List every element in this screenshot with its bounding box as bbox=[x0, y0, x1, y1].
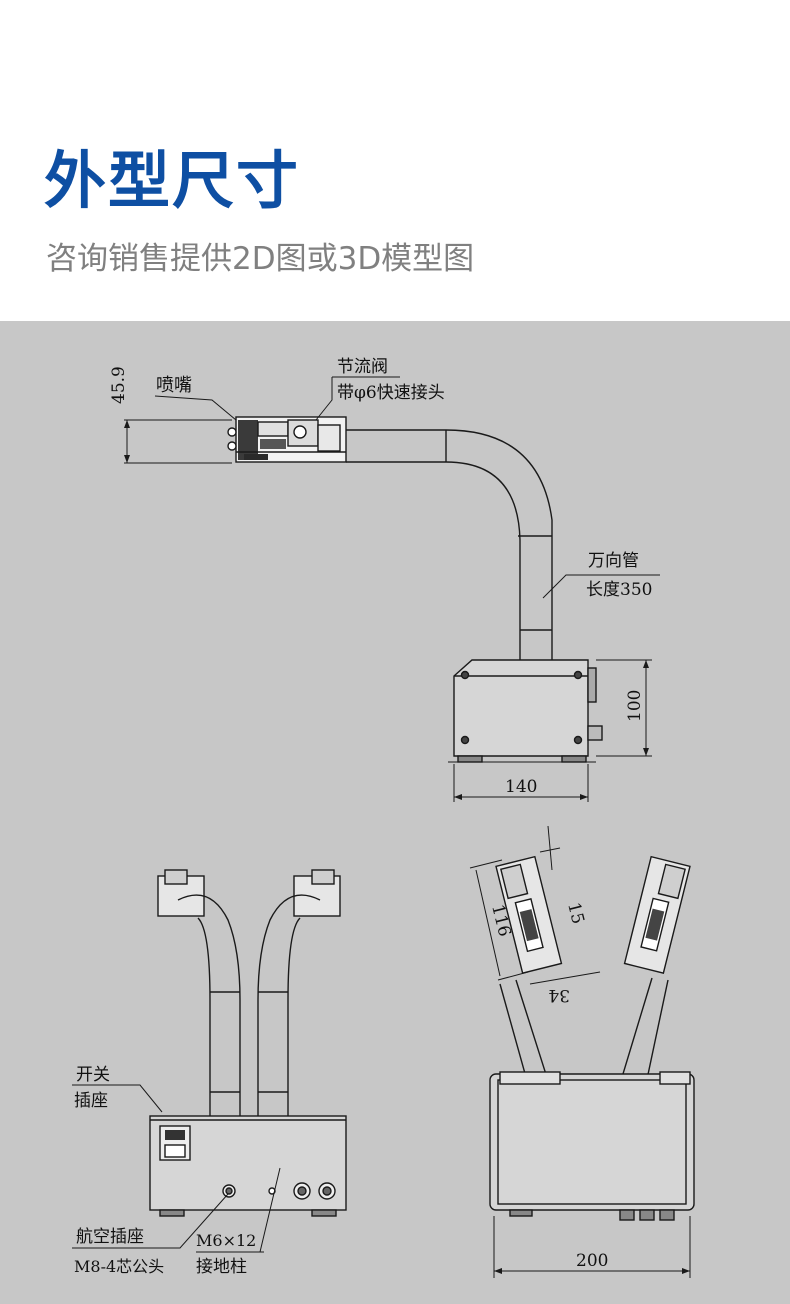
header: 外型尺寸 咨询销售提供2D图或3D模型图 bbox=[0, 0, 790, 321]
ground-label-2: 接地柱 bbox=[196, 1257, 247, 1277]
ground-label-1: M6×12 bbox=[196, 1231, 256, 1250]
box-height-dim: 100 bbox=[625, 690, 645, 722]
page-title: 外型尺寸 bbox=[44, 144, 301, 217]
side-view: 45.9 喷嘴 节流阀 带φ6快速接头 bbox=[109, 357, 660, 802]
back-view: 开关 插座 航空插座 M8-4芯公头 M6×12 接地柱 bbox=[72, 869, 347, 1277]
nozzle-head bbox=[227, 416, 347, 463]
box-width-dim-front: 200 bbox=[576, 1251, 608, 1271]
base-box-side bbox=[448, 659, 603, 763]
box-width-dim-side: 140 bbox=[505, 777, 537, 797]
drawing-svg: 45.9 喷嘴 节流阀 带φ6快速接头 bbox=[72, 357, 695, 1278]
front-view: 116 15 34 200 bbox=[469, 825, 695, 1278]
nozzle-label: 喷嘴 bbox=[156, 375, 192, 396]
gooseneck-hose bbox=[346, 429, 553, 660]
side-height-dim: 45.9 bbox=[109, 366, 129, 404]
valve-label-2: 带φ6快速接头 bbox=[337, 383, 445, 403]
switch-label-1: 开关 bbox=[76, 1065, 110, 1085]
technical-drawing: 45.9 喷嘴 节流阀 带φ6快速接头 bbox=[0, 321, 790, 1304]
valve-label-1: 节流阀 bbox=[337, 357, 388, 377]
hose-label-1: 万向管 bbox=[588, 551, 639, 571]
aviation-label-1: 航空插座 bbox=[76, 1227, 144, 1247]
nozzle-width-dim: 15 bbox=[563, 900, 588, 926]
page-subtitle: 咨询销售提供2D图或3D模型图 bbox=[46, 241, 475, 277]
nozzle-depth-dim: 34 bbox=[548, 985, 570, 1005]
hose-label-2: 长度350 bbox=[586, 580, 652, 600]
aviation-label-2: M8-4芯公头 bbox=[74, 1257, 164, 1276]
switch-label-2: 插座 bbox=[74, 1091, 108, 1111]
